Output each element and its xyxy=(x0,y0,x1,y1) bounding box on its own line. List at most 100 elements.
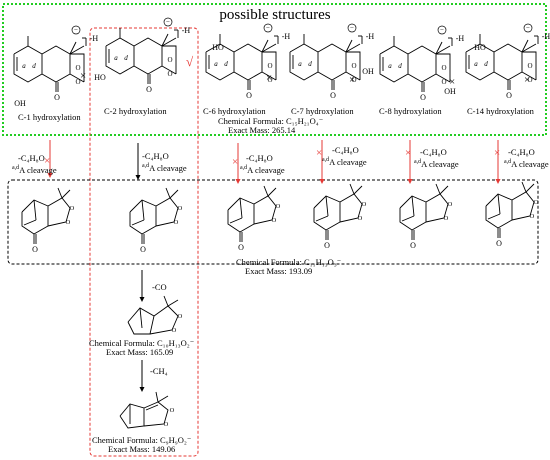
loss-c2: -C₄H₈O xyxy=(142,151,169,161)
peroxide-ring-3 xyxy=(253,195,277,225)
bridge-5 xyxy=(401,215,415,222)
peroxide-o-c8: O xyxy=(441,78,446,86)
peroxide-o-c6: O xyxy=(267,76,272,84)
label-c2: C-2 hydroxylation xyxy=(104,106,167,116)
methyl-c1 xyxy=(69,41,77,55)
peroxide-ring-5 xyxy=(425,193,449,223)
methyl-1 xyxy=(57,187,63,199)
fragment-o-4: O xyxy=(362,201,367,208)
mark-c14: × xyxy=(524,74,531,86)
ketone-o-4: O xyxy=(324,241,330,250)
methyl-c14 xyxy=(521,43,537,53)
hydroxyl-c2: HO xyxy=(94,73,106,82)
peroxide-ring-2 xyxy=(155,197,179,227)
cleavage-c8: a,dA cleavage xyxy=(414,158,459,169)
fragment2-o: O xyxy=(178,313,183,320)
charge-sign-c14: − xyxy=(526,24,530,32)
mark-c1: × xyxy=(80,70,87,82)
methyl-c7 xyxy=(345,39,353,53)
ketone-o-c8: O xyxy=(420,93,426,102)
cross-c14: × xyxy=(494,147,501,159)
methyl-3 xyxy=(263,185,269,197)
fragment3-formula: Chemical Formula: C₉H₉O₂⁻ xyxy=(92,435,192,445)
fragment2-bridge xyxy=(139,307,143,329)
charge-sign-c2: − xyxy=(166,18,170,26)
label-c6: C-6 hydroxylation xyxy=(203,106,266,116)
peroxide-o-c7: O xyxy=(351,62,356,70)
methyl-c1 xyxy=(69,45,85,55)
methyl-2 xyxy=(165,187,171,199)
fragment1-mass: Exact Mass: 193.09 xyxy=(245,266,313,276)
ring-c-bond-c2 xyxy=(161,65,177,75)
ring-c-c8 xyxy=(436,53,451,82)
loss-co: -CO xyxy=(152,282,167,292)
hydroxyl-c6: HO xyxy=(212,43,224,52)
charge-circle-c1 xyxy=(71,25,81,35)
bridge-6 xyxy=(497,193,501,215)
mark-c6: × xyxy=(266,72,273,84)
methyl-5 xyxy=(439,185,449,195)
parent-mass: Exact Mass: 265.14 xyxy=(228,125,296,135)
bridge-5 xyxy=(411,195,415,217)
arrow-c2-head xyxy=(135,175,141,180)
bridge-1 xyxy=(23,219,37,226)
arrow-c7-head xyxy=(319,179,325,184)
mark-c2: √ xyxy=(186,54,194,69)
peroxide-o-c6: O xyxy=(267,62,272,70)
charge-circle-c8 xyxy=(437,25,447,35)
ring-label-a-c8: a xyxy=(388,62,392,70)
fragment2-methyl xyxy=(167,299,179,307)
fragment-o-6: O xyxy=(530,213,535,220)
ring-c-bond-c6 xyxy=(261,71,277,81)
ring-a-c7 xyxy=(289,43,319,81)
fragment-o-3: O xyxy=(272,217,277,224)
fragment3-ring xyxy=(119,403,145,429)
charge-circle-c14 xyxy=(523,23,533,33)
ring-label-a-c1: a xyxy=(22,62,26,70)
fragment3-methyl xyxy=(157,395,169,403)
title: possible structures xyxy=(219,7,331,23)
loss-c6: -C₄H₈O xyxy=(246,153,273,163)
methyl-c8 xyxy=(435,45,451,55)
loss-c7: -C₄H₈O xyxy=(332,145,359,155)
minus-h-c8: -H xyxy=(456,34,465,43)
fragment-ring-5 xyxy=(399,195,427,231)
peroxide-o-c8: O xyxy=(441,64,446,72)
bridge-4 xyxy=(325,195,329,217)
label-c7: C-7 hydroxylation xyxy=(291,106,354,116)
fragment-ring-3 xyxy=(227,197,255,233)
methyl-6 xyxy=(525,183,535,193)
methyl-c2 xyxy=(161,37,177,47)
ring-a-c8 xyxy=(379,45,409,83)
cross-c6: × xyxy=(232,156,239,168)
fragment-o-2: O xyxy=(178,205,183,212)
hydroxyl-c7: OH xyxy=(362,67,374,76)
methyl-c8 xyxy=(435,41,443,55)
minus-h-c6: -H xyxy=(282,32,291,41)
fragment2-methyl xyxy=(163,295,169,307)
label-c1: C-1 hydroxylation xyxy=(18,112,81,122)
charge-sign-c6: − xyxy=(266,24,270,32)
ring-a-c1 xyxy=(13,45,43,83)
ring-c-c1 xyxy=(70,53,85,82)
peroxide-o-c14: O xyxy=(527,62,532,70)
methyl-6 xyxy=(521,181,527,193)
hydroxyl-c8: OH xyxy=(444,87,456,96)
arrow-c8-head xyxy=(407,179,413,184)
minus-h-c7: -H xyxy=(366,32,375,41)
charge-sign-c1: − xyxy=(74,26,78,34)
fragment2-peroxide xyxy=(149,305,179,335)
charge-sign-c8: − xyxy=(440,26,444,34)
fragment2-ring xyxy=(127,307,155,335)
cleavage-c6: a,dA cleavage xyxy=(240,164,285,175)
ketone-o-c14: O xyxy=(506,91,512,100)
parent-formula: Chemical Formula: C₁₅H₂₁O₄⁻ xyxy=(218,116,324,126)
bridge-4 xyxy=(315,215,329,222)
methyl-c14 xyxy=(521,39,529,53)
ketone-o-c6: O xyxy=(246,91,252,100)
arrow-co-head xyxy=(139,297,145,302)
methyl-c6 xyxy=(261,39,269,53)
loss-c1: -C₄H₈O xyxy=(18,153,45,163)
ring-a-c2 xyxy=(105,37,135,75)
minus-h-c14: -H xyxy=(542,32,550,41)
